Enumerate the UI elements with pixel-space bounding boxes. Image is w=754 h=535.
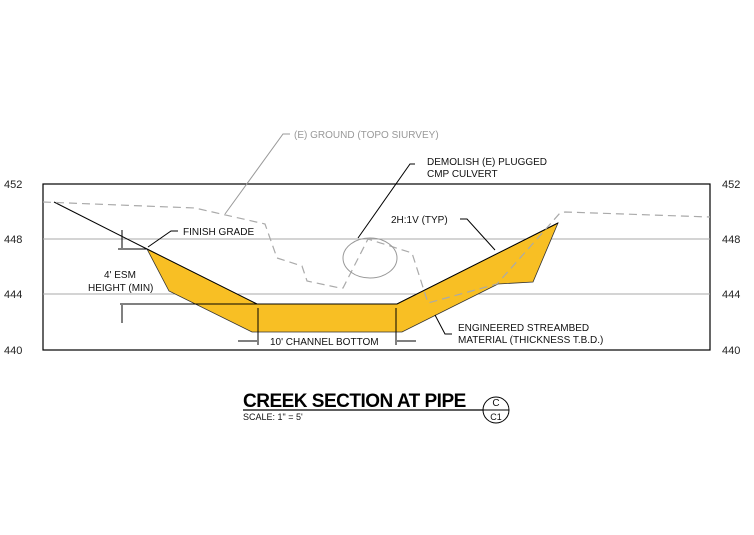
slope-leader — [460, 218, 496, 251]
finish-grade-leader — [147, 230, 178, 248]
ground-label: (E) GROUND (TOPO SIURVEY) — [294, 130, 439, 141]
ground-leader — [224, 133, 290, 215]
section-frame — [42, 183, 711, 351]
tick-right-452: 452 — [722, 179, 740, 191]
slope-label: 2H:1V (TYP) — [391, 215, 448, 226]
finish-grade-profile — [146, 222, 559, 305]
channel-label: 10' CHANNEL BOTTOM — [270, 337, 379, 348]
detail-letter: C — [492, 398, 499, 409]
culvert-label-2: CMP CULVERT — [427, 169, 498, 180]
tick-left-448: 448 — [4, 234, 22, 246]
section-title: CREEK SECTION AT PIPE — [243, 391, 466, 412]
culvert-label-1: DEMOLISH (E) PLUGGED — [427, 157, 547, 168]
material-leader — [434, 314, 452, 335]
existing-ground-line — [42, 201, 711, 304]
tick-right-444: 444 — [722, 289, 740, 301]
tick-right-448: 448 — [722, 234, 740, 246]
material-label-2: MATERIAL (THICKNESS T.B.D.) — [458, 335, 603, 346]
tick-right-440: 440 — [722, 345, 740, 357]
esm-label-1: 4' ESM — [104, 270, 136, 281]
finish-grade-label: FINISH GRADE — [183, 227, 254, 238]
finish-grade-line — [53, 201, 148, 250]
material-label-1: ENGINEERED STREAMBED — [458, 323, 589, 334]
tick-left-440: 440 — [4, 345, 22, 357]
scale-label: SCALE: 1" = 5' — [243, 412, 303, 422]
culvert-leader — [357, 163, 415, 239]
esm-label-2: HEIGHT (MIN) — [88, 283, 153, 294]
tick-left-452: 452 — [4, 179, 22, 191]
tick-left-444: 444 — [4, 289, 22, 301]
detail-sheet: C1 — [490, 412, 502, 422]
culvert-outline — [342, 237, 398, 279]
